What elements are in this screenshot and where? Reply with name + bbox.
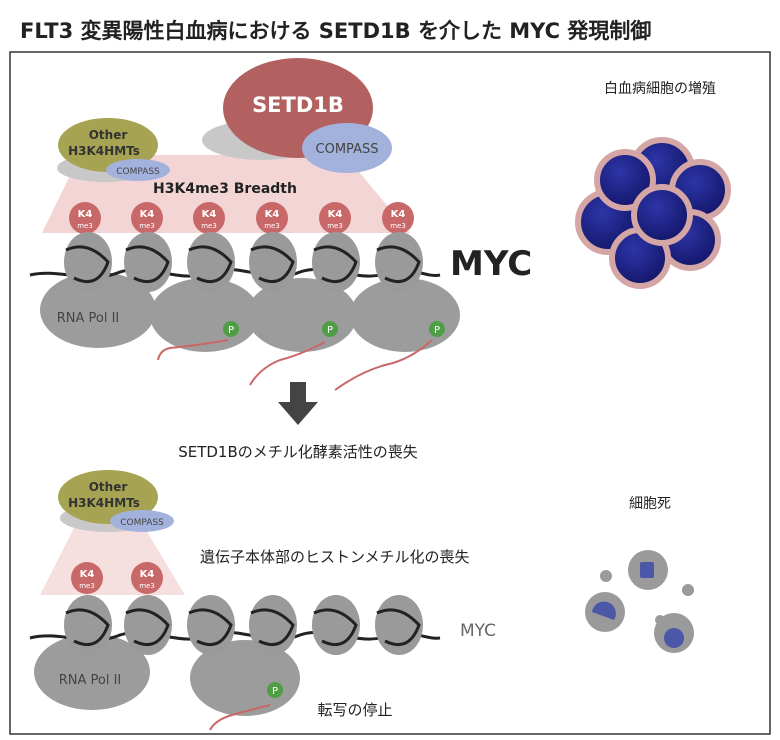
other-hmt-label-line1: Other xyxy=(89,128,128,142)
figure-title: FLT3 変異陽性白血病における SETD1B を介した MYC 発現制御 xyxy=(20,19,651,43)
rna-pol-ii-bottom-1 xyxy=(34,634,150,710)
me3-mark-5: K4 me3 xyxy=(319,202,351,234)
nucleosome-bottom-4 xyxy=(249,595,297,655)
svg-text:me3: me3 xyxy=(327,222,343,230)
phospho-bottom xyxy=(267,682,283,698)
other-hmt-label-line2: H3K4HMTs xyxy=(68,144,140,158)
nucleosome-4 xyxy=(249,232,297,292)
svg-text:me3: me3 xyxy=(77,222,93,230)
compass-label: COMPASS xyxy=(316,142,379,157)
nucleosome-5 xyxy=(312,232,360,292)
other-compass-label: COMPASS xyxy=(116,167,160,177)
svg-text:K4: K4 xyxy=(140,209,155,220)
setd1b-label: SETD1B xyxy=(252,93,344,117)
me3-mark-2: K4 me3 xyxy=(131,202,163,234)
transcription-stop-label: 転写の停止 xyxy=(317,701,392,719)
svg-text:me3: me3 xyxy=(79,582,95,590)
rna-pol-ii-label: RNA Pol II xyxy=(57,311,120,326)
me3-mark-1: K4 me3 xyxy=(69,202,101,234)
nucleosome-1 xyxy=(64,232,112,292)
svg-text:P: P xyxy=(434,325,440,336)
nucleosome-bottom-3 xyxy=(187,595,235,655)
compass-blob xyxy=(302,123,392,173)
loss-of-activity-label: SETD1Bのメチル化酵素活性の喪失 xyxy=(178,443,418,461)
svg-text:K4: K4 xyxy=(328,209,343,220)
proliferation-label: 白血病細胞の増殖 xyxy=(604,80,716,97)
rna-transcript-bottom xyxy=(209,704,271,731)
cell-death-label: 細胞死 xyxy=(629,496,671,512)
figure-frame xyxy=(9,51,771,735)
phospho-1 xyxy=(223,321,239,337)
rna-pol-ii-1 xyxy=(40,272,156,348)
histone-loss-label: 遺伝子本体部のヒストンメチル化の喪失 xyxy=(200,548,470,566)
nucleosome-bottom-5 xyxy=(312,595,360,655)
other-hmt-bottom-line1: Other xyxy=(89,480,128,494)
cell-cluster-proliferating xyxy=(575,137,731,289)
me3-mark-bottom-1: K4 me3 xyxy=(71,562,103,594)
nucleosome-2 xyxy=(124,232,172,292)
svg-text:K4: K4 xyxy=(140,569,155,580)
breadth-label: H3K4me3 Breadth xyxy=(153,181,297,197)
myc-label-top: MYC xyxy=(450,244,532,284)
rna-transcript-3 xyxy=(334,339,433,391)
svg-text:P: P xyxy=(327,325,333,336)
svg-text:K4: K4 xyxy=(78,209,93,220)
other-compass-blob-bottom xyxy=(110,510,174,532)
svg-text:me3: me3 xyxy=(264,222,280,230)
nucleosome-bottom-2 xyxy=(124,595,172,655)
phospho-2 xyxy=(322,321,338,337)
nucleosome-bottom-1 xyxy=(64,595,112,655)
rna-transcript-1 xyxy=(157,339,229,361)
transition-arrow xyxy=(278,382,318,425)
svg-text:K4: K4 xyxy=(391,209,406,220)
svg-text:me3: me3 xyxy=(390,222,406,230)
me3-mark-4: K4 me3 xyxy=(256,202,288,234)
bottom-panel: Other H3K4HMTs COMPASS K4 me3 K4 me3 遺伝子… xyxy=(29,470,694,731)
other-hmt-bottom-line2: H3K4HMTs xyxy=(68,496,140,510)
me3-mark-3: K4 me3 xyxy=(193,202,225,234)
other-compass-blob xyxy=(106,159,170,181)
rna-pol-ii-label-bottom: RNA Pol II xyxy=(59,673,122,688)
nucleosome-6 xyxy=(375,232,423,292)
other-compass-label-bottom: COMPASS xyxy=(120,518,164,528)
svg-text:K4: K4 xyxy=(265,209,280,220)
svg-text:me3: me3 xyxy=(139,582,155,590)
rna-transcript-2 xyxy=(249,341,326,386)
svg-text:me3: me3 xyxy=(201,222,217,230)
myc-label-bottom: MYC xyxy=(460,621,496,641)
me3-mark-6: K4 me3 xyxy=(382,202,414,234)
svg-text:K4: K4 xyxy=(202,209,217,220)
top-panel: H3K4me3 Breadth SETD1B COMPASS Other H3K… xyxy=(29,58,731,391)
svg-text:P: P xyxy=(272,686,278,697)
nucleosome-3 xyxy=(187,232,235,292)
phospho-3 xyxy=(429,321,445,337)
svg-text:K4: K4 xyxy=(80,569,95,580)
other-hmt-blob xyxy=(58,118,158,172)
svg-text:me3: me3 xyxy=(139,222,155,230)
nucleosome-bottom-6 xyxy=(375,595,423,655)
dying-cells xyxy=(585,550,694,653)
svg-text:P: P xyxy=(228,325,234,336)
me3-mark-bottom-2: K4 me3 xyxy=(131,562,163,594)
